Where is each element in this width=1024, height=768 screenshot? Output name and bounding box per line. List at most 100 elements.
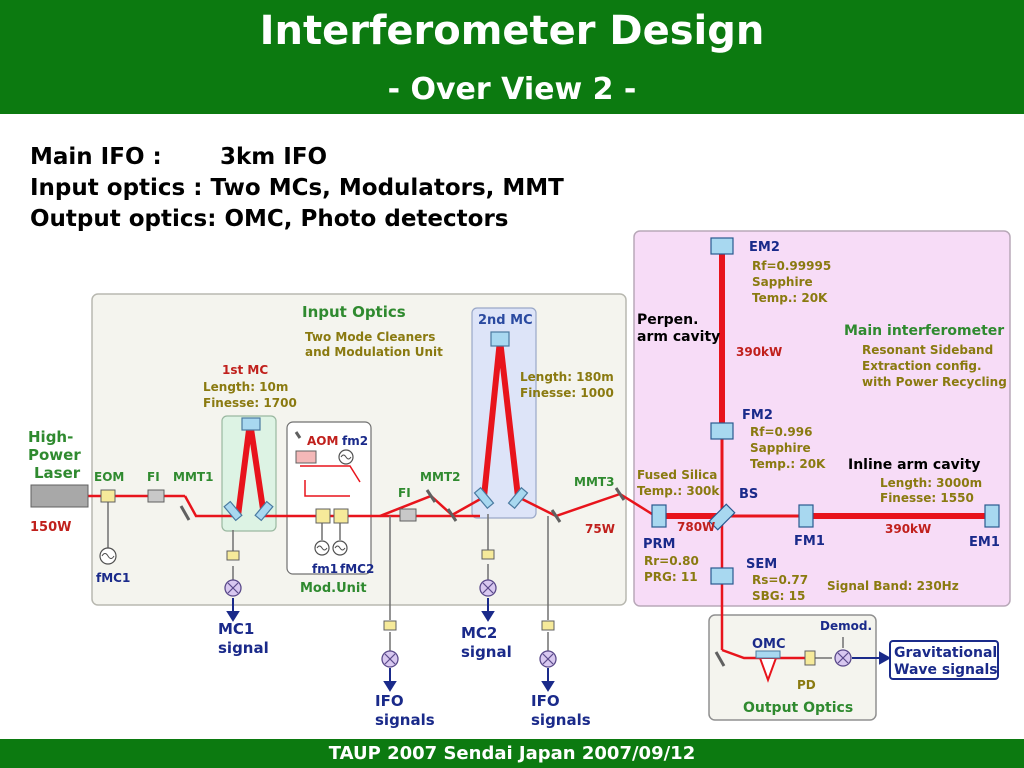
input-sub-1: Two Mode Cleaners: [305, 330, 435, 344]
mc1-signal-1: MC1: [218, 620, 254, 638]
laser-source: [30, 484, 89, 508]
mod-unit-label: Mod.Unit: [300, 581, 367, 596]
main-interferometer-box: [633, 230, 1011, 607]
mmt1-label: MMT1: [173, 470, 213, 484]
mmt3-label: MMT3: [574, 475, 614, 489]
slide-subtitle: - Over View 2 -: [387, 72, 637, 107]
gw-label-1: Gravitational: [894, 645, 997, 661]
laser-label-1: High-: [28, 428, 73, 446]
modulator-2-icon: [333, 508, 349, 524]
mc2-length: Length: 180m: [520, 370, 614, 384]
mmt2-label: MMT2: [420, 470, 460, 484]
prm-label: PRM: [643, 537, 675, 552]
steering-mirrors: [179, 431, 726, 667]
main-sub-1: Resonant Sideband: [862, 343, 993, 357]
aom-icon: [295, 450, 317, 464]
em1-label: EM1: [969, 535, 1000, 550]
mc-mirrors: [223, 331, 529, 522]
mc1-signal-2: signal: [218, 639, 269, 657]
mc2-signal-1: MC2: [461, 624, 497, 642]
slide-title: Interferometer Design: [259, 8, 765, 54]
modulator-1-icon: [315, 508, 331, 524]
mc2-signal-2: signal: [461, 643, 512, 661]
em2-material: Sapphire: [752, 275, 813, 289]
em2-temp: Temp.: 20K: [752, 291, 828, 305]
slide-footer: TAUP 2007 Sendai Japan 2007/09/12: [0, 739, 1024, 768]
summary-key: Output optics:: [30, 206, 217, 232]
output-optics-title: Output Optics: [743, 700, 853, 716]
sem-rs: Rs=0.77: [752, 573, 808, 587]
power-780w: 780W: [677, 520, 715, 534]
prm-rr: Rr=0.80: [644, 554, 699, 568]
inline-finesse: Finesse: 1550: [880, 491, 974, 505]
fi1-icon: [147, 489, 165, 503]
laser-power: 150W: [30, 520, 71, 535]
main-ifo-title: Main interferometer: [844, 323, 1004, 339]
fm1-mirror-label: FM1: [794, 534, 825, 549]
input-sub-2: and Modulation Unit: [305, 345, 443, 359]
laser-label-3: Laser: [34, 464, 81, 482]
omc-label: OMC: [752, 637, 786, 652]
main-sub-3: with Power Recycling: [862, 375, 1007, 389]
mc1-label: 1st MC: [222, 363, 268, 377]
gw-signals-box: [889, 640, 999, 680]
summary-row-main-ifo: Main IFO : 3km IFO: [30, 142, 564, 173]
fi2-icon: [399, 508, 417, 522]
fi2-label: FI: [398, 486, 411, 500]
mc2-finesse: Finesse: 1000: [520, 386, 614, 400]
fm2-temp: Temp.: 20K: [750, 457, 826, 471]
power-390kw-inline: 390kW: [885, 522, 931, 536]
eom-icon: [100, 489, 116, 503]
ifo-signals-b-1: IFO: [531, 692, 560, 710]
sem-label: SEM: [746, 557, 777, 572]
summary-row-input-optics: Input optics : Two MCs, Modulators, MMT: [30, 173, 564, 204]
signal-band: Signal Band: 230Hz: [827, 579, 959, 593]
em2-label: EM2: [749, 240, 780, 255]
fm2-rf: Rf=0.996: [750, 425, 812, 439]
laser-label-2: Power: [28, 446, 81, 464]
summary-value: 3km IFO: [220, 144, 328, 170]
fi1-label: FI: [147, 470, 160, 484]
mc2-label: 2nd MC: [478, 313, 533, 328]
fm2-label: fm2: [342, 434, 368, 448]
fm1-label: fm1: [312, 562, 338, 576]
mc1-length: Length: 10m: [203, 380, 288, 394]
demod-label: Demod.: [820, 619, 872, 633]
summary-value: OMC, Photo detectors: [224, 206, 509, 232]
sem-sbg: SBG: 15: [752, 589, 805, 603]
inline-length: Length: 3000m: [880, 476, 982, 490]
fmc2-label: fMC2: [340, 562, 374, 576]
prm-prg: PRG: 11: [644, 570, 698, 584]
fused-silica-1: Fused Silica: [637, 468, 717, 482]
ifo-signals-b-2: signals: [531, 711, 591, 729]
inline-title: Inline arm cavity: [848, 457, 980, 473]
input-optics-title: Input Optics: [302, 303, 406, 321]
fused-silica-2: Temp.: 300k: [637, 484, 720, 498]
aom-label: AOM: [307, 434, 338, 448]
signal-arrows: [226, 598, 892, 692]
power-75w: 75W: [585, 522, 615, 536]
summary-key: Main IFO :: [30, 144, 162, 170]
ifo-mirrors: [651, 237, 1000, 585]
fm2-material: Sapphire: [750, 441, 811, 455]
em2-rf: Rf=0.99995: [752, 259, 831, 273]
mc1-finesse: Finesse: 1700: [203, 396, 297, 410]
bs-label: BS: [739, 487, 758, 502]
main-sub-2: Extraction config.: [862, 359, 982, 373]
photodiode-icons: [226, 549, 816, 666]
output-optics-box: [708, 614, 877, 721]
fm2-mirror-label: FM2: [742, 408, 773, 423]
gw-label-2: Wave signals: [894, 662, 998, 678]
summary-row-output-optics: Output optics: OMC, Photo detectors: [30, 204, 564, 235]
perp-cavity-2: arm cavity: [637, 329, 720, 345]
perp-cavity-1: Perpen.: [637, 312, 698, 328]
power-390kw-perp: 390kW: [736, 345, 782, 359]
summary-key: Input optics :: [30, 175, 203, 201]
summary-block: Main IFO : 3km IFO Input optics : Two MC…: [30, 142, 564, 235]
pd-label: PD: [797, 678, 816, 692]
slide-header: Interferometer Design - Over View 2 -: [0, 0, 1024, 114]
summary-value: Two MCs, Modulators, MMT: [210, 175, 564, 201]
ifo-signals-a-1: IFO: [375, 692, 404, 710]
eom-label: EOM: [94, 470, 124, 484]
